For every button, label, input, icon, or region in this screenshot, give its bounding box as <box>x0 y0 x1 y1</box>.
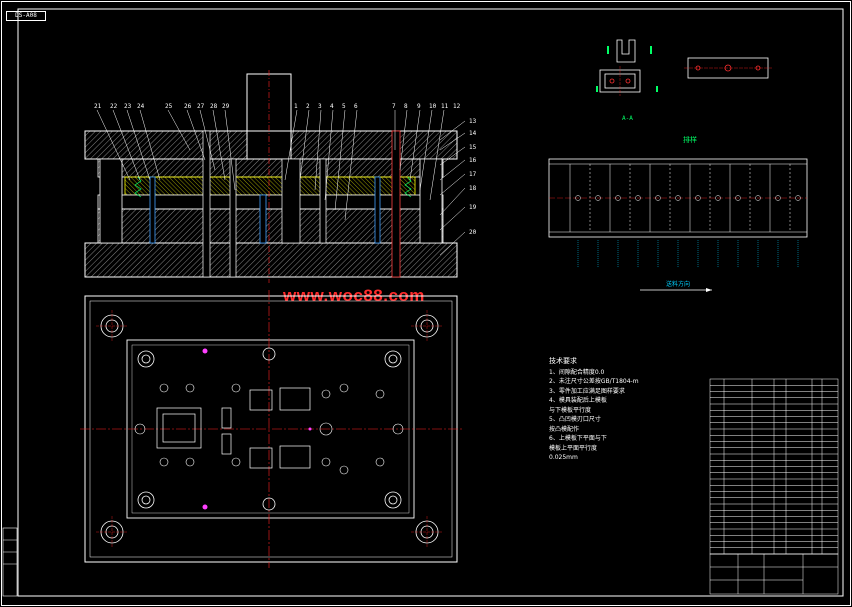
part-number-label: 23 <box>124 103 132 110</box>
part-number-label: 20 <box>469 229 477 236</box>
part-number-label: 4 <box>330 103 334 110</box>
strip-layout-title: 排样 <box>683 135 697 144</box>
part-number-label: 26 <box>184 103 192 110</box>
tech-req-line: 6、上模板下平面与下 <box>549 435 607 442</box>
part-number-label: 9 <box>417 103 421 110</box>
tech-req-line: 1、间隙配合精度0.0 <box>549 368 605 376</box>
part-number-label: 11 <box>441 103 449 110</box>
part-number-label: 29 <box>222 103 230 110</box>
part-number-label: 19 <box>469 204 477 211</box>
tech-req-line: 5、凸凹模刃口尺寸 <box>549 416 601 423</box>
feed-direction-label: 送料方向 <box>666 280 690 288</box>
strip-pilot-hole <box>575 195 581 201</box>
lower-plate <box>84 242 458 278</box>
part-number-label: 5 <box>342 103 346 110</box>
part-number-label: 28 <box>210 103 218 110</box>
part-number-label: 12 <box>453 103 461 110</box>
tech-req-line: 按凸模配作 <box>549 425 580 433</box>
bill-of-materials <box>709 378 839 595</box>
strip-layout: 排样 送料方向 <box>548 135 808 292</box>
strip-pilot-hole <box>655 195 661 201</box>
part-number-label: 24 <box>137 103 145 110</box>
tech-req-line: 0.025mm <box>549 454 578 461</box>
strip-pilot-hole <box>595 195 601 201</box>
strip-pilot-hole <box>675 195 681 201</box>
part-number-label: 3 <box>318 103 322 110</box>
part-number-label: 17 <box>469 171 477 178</box>
part-number-label: 15 <box>469 144 477 151</box>
part-number-label: 27 <box>197 103 205 110</box>
part-number-label: 6 <box>354 103 358 110</box>
detail-view-part <box>599 39 772 96</box>
part-number-label: 7 <box>392 103 396 110</box>
left-margin-box <box>2 527 18 597</box>
plan-view <box>80 290 463 568</box>
strip-pilot-hole <box>635 195 641 201</box>
detail-a-label: A-A <box>622 115 633 122</box>
part-number-label: 25 <box>165 103 173 110</box>
tech-req-title: 技术要求 <box>549 357 577 365</box>
part-number-label: 1 <box>294 103 298 110</box>
part-number-label: 14 <box>469 130 477 137</box>
tech-req-line: 模板上平面平行度 <box>549 444 598 452</box>
strip-pilot-hole <box>615 195 621 201</box>
strip-pilot-hole <box>755 195 761 201</box>
strip-pilot-hole <box>735 195 741 201</box>
strip-pilot-hole <box>715 195 721 201</box>
tech-req-line: 与下模板平行度 <box>549 406 592 414</box>
part-number-label: 2 <box>306 103 310 110</box>
tech-req-line: 4、模具装配后上模板 <box>549 397 607 404</box>
tech-req-line: 3、零件加工应满足图样要求 <box>549 387 625 395</box>
part-number-label: 13 <box>469 118 477 125</box>
part-number-label: 18 <box>469 185 477 192</box>
inner-frame <box>17 8 844 597</box>
part-number-label: 16 <box>469 157 477 164</box>
technical-requirements: 技术要求 1、间隙配合精度0.0 2、未注尺寸公差按GB/T1804-m 3、零… <box>549 357 639 463</box>
part-number-labels-right: 13 14 15 16 17 18 19 20 <box>469 118 477 236</box>
strip-pilot-hole <box>775 195 781 201</box>
punch-plate <box>97 158 444 178</box>
part-number-label: 10 <box>429 103 437 110</box>
drawing-code-tag: DS-A08 <box>6 11 46 21</box>
part-number-label: 21 <box>94 103 102 110</box>
part-number-label: 8 <box>404 103 408 110</box>
strip-pilot-hole <box>795 195 801 201</box>
stripper-yellow <box>124 176 416 196</box>
tech-req-line: 2、未注尺寸公差按GB/T1804-m <box>549 378 639 385</box>
strip-pilot-hole <box>695 195 701 201</box>
part-number-label: 22 <box>110 103 118 110</box>
